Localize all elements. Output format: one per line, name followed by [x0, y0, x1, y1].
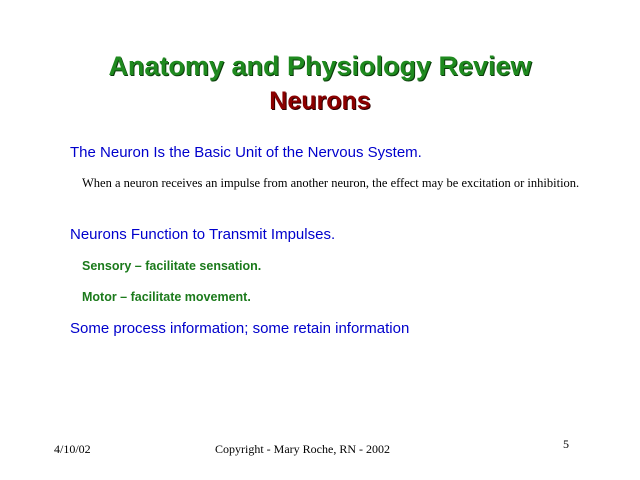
footer-page-number: 5	[563, 437, 569, 451]
footer-date: 4/10/02	[54, 442, 91, 456]
subbullet-sensory: Sensory – facilitate sensation.	[82, 259, 262, 273]
subbullet-motor: Motor – facilitate movement.	[82, 290, 251, 304]
bullet-transmit-impulses: Neurons Function to Transmit Impulses.	[70, 226, 336, 243]
bullet-basic-unit: The Neuron Is the Basic Unit of the Nerv…	[70, 144, 422, 161]
slide-subtitle: Neurons	[269, 87, 371, 115]
slide-title: Anatomy and Physiology Review	[108, 51, 532, 81]
footer-copyright: Copyright - Mary Roche, RN - 2002	[215, 442, 390, 456]
bullet-process-retain: Some process information; some retain in…	[70, 320, 410, 337]
subbullet-excitation-inhibition: When a neuron receives an impulse from a…	[82, 176, 580, 190]
